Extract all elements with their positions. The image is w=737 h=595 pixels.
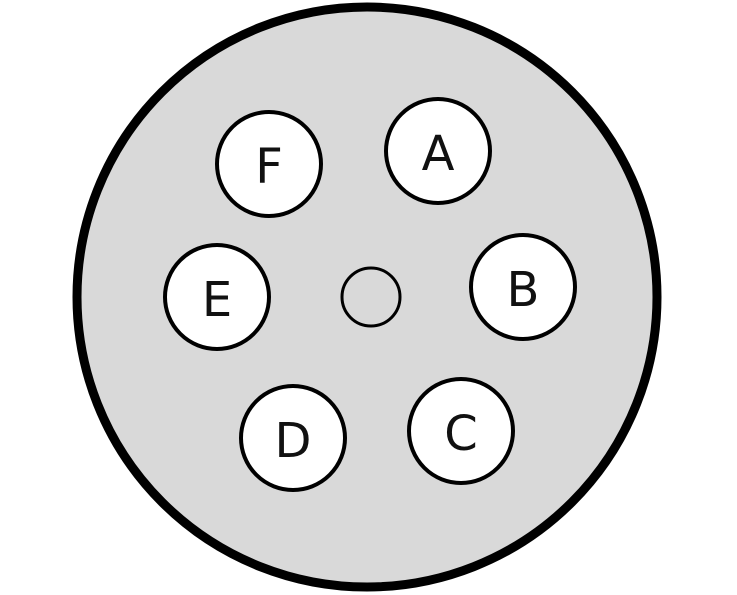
pin-b-label: B	[507, 262, 540, 318]
pin-d: D	[239, 384, 347, 492]
pin-e-socket	[163, 243, 271, 351]
pin-c-label: C	[444, 406, 478, 462]
pin-f-socket	[215, 110, 323, 218]
pin-c: C	[407, 377, 515, 485]
pin-b: B	[469, 233, 577, 341]
pin-d-socket	[239, 384, 347, 492]
pin-a-label: A	[422, 126, 455, 182]
pin-e-label: E	[202, 272, 232, 328]
pin-f: F	[215, 110, 323, 218]
center-key-hole	[340, 266, 402, 328]
pin-b-socket	[469, 233, 577, 341]
pin-c-socket	[407, 377, 515, 485]
pin-a-socket	[384, 97, 492, 205]
pin-f-label: F	[255, 139, 283, 195]
pin-e: E	[163, 243, 271, 351]
pin-a: A	[384, 97, 492, 205]
pin-d-label: D	[275, 413, 312, 469]
